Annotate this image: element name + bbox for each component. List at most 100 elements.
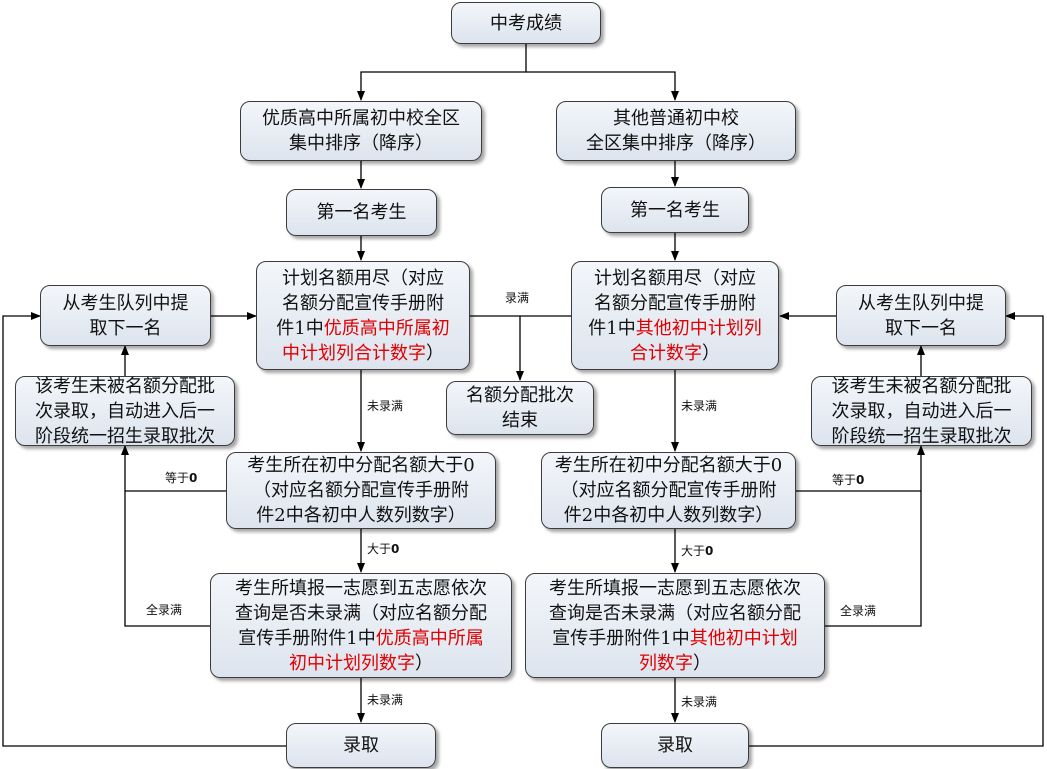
node-text-line: 全区集中排序（降序） [586,131,766,156]
node-text: 考生所填报一志愿到五志愿依次查询是否未录满（对应名额分配宣传手册附件1中优质高中… [235,576,487,676]
text-segment: 计划名额用尽（对应 [593,267,756,289]
node-text-line: 次录取，自动进入后一 [832,399,1012,424]
node-text-line: 计划名额用尽（对应 [276,266,449,291]
connector-right-loop [748,312,1044,747]
text-segment: 该考生未被名额分配批 [831,375,1012,397]
left-school-node: 考生所在初中分配名额大于0（对应名额分配宣传手册附件2中各初中人数列数字） [226,452,496,529]
text-segment: 第一名考生 [630,199,720,221]
label-right-not-full-2: 未录满 [681,695,718,709]
left-wish-node: 考生所填报一志愿到五志愿依次查询是否未录满（对应名额分配宣传手册附件1中优质高中… [210,573,512,678]
highlighted-text: 中计划列合计数字 [281,342,426,364]
node-text-line: 该考生未被名额分配批 [35,374,215,399]
node-text-line: 从考生队列中提 [858,291,984,316]
text-segment: ） [701,342,720,364]
text-segment: 查询是否未录满（对应名额分配 [549,602,801,624]
text-segment: 考生所填报一志愿到五志愿依次 [235,577,487,599]
node-text-line: 宣传手册附件1中其他初中计划 [549,626,801,651]
text-segment: 考生所在初中分配名额大于0 [554,455,783,476]
node-text: 优质高中所属初中校全区集中排序（降序） [262,106,460,156]
connector-right-allfull [825,491,922,627]
left-admit-node: 录取 [286,723,436,768]
text-segment: 优质高中所属初中校全区 [262,108,460,129]
node-text: 从考生队列中提取下一名 [858,291,984,341]
label-left-all-full: 全录满 [146,603,183,617]
node-text: 第一名考生 [317,200,407,225]
node-text: 其他普通初中校全区集中排序（降序） [586,106,766,156]
left-quota-node: 计划名额用尽（对应名额分配宣传手册附件1中优质高中所属初中计划列合计数字） [256,261,470,370]
right-quota-node: 计划名额用尽（对应名额分配宣传手册附件1中其他初中计划列合计数字） [571,261,779,370]
text-segment: 宣传手册附件1中 [552,627,690,649]
highlighted-text: 合计数字 [629,342,702,364]
node-text-line: 计划名额用尽（对应 [588,266,761,291]
node-text-line: 件2中各初中人数列数字） [555,503,782,528]
label-right-gt0: 大于0 [681,544,714,558]
text-segment: 取下一名 [885,317,957,339]
node-text: 计划名额用尽（对应名额分配宣传手册附件1中优质高中所属初中计划列合计数字） [276,266,449,366]
connector-left-loop [2,312,286,747]
label-full: 录满 [505,291,530,305]
right-wish-node: 考生所填报一志愿到五志愿依次查询是否未录满（对应名额分配宣传手册附件1中其他初中… [525,573,825,678]
node-text-line: 件2中各初中人数列数字） [247,503,474,528]
label-left-not-full-2: 未录满 [367,693,404,707]
text-segment: ） [425,342,444,364]
text-segment: 查询是否未录满（对应名额分配 [235,602,487,624]
node-text: 考生所在初中分配名额大于0（对应名额分配宣传手册附件2中各初中人数列数字） [247,453,474,528]
right-next-node: 从考生队列中提取下一名 [836,285,1006,346]
node-text-line: 优质高中所属初中校全区 [262,106,460,131]
connector-left-allfull [124,491,210,627]
node-text-line: 考生所在初中分配名额大于0 [247,453,474,478]
highlighted-text: 列数字 [639,652,693,674]
node-text-line: 名额分配批次 [466,383,574,408]
node-text-line: 中考成绩 [490,11,562,36]
node-text-line: 从考生队列中提 [63,291,189,316]
node-text-line: 中计划列合计数字） [276,341,449,366]
left-sort-node: 优质高中所属初中校全区集中排序（降序） [240,101,482,161]
left-first-node: 第一名考生 [286,189,437,236]
label-left-eq0: 等于0 [165,471,198,485]
node-text-line: 录取 [343,733,379,758]
node-text-line: 取下一名 [858,316,984,341]
connector-top-split [357,44,527,101]
node-text-line: 宣传手册附件1中优质高中所属 [235,626,487,651]
connector-full-end [470,315,571,380]
text-segment: 该考生未被名额分配批 [35,375,215,397]
text-segment: 结束 [502,410,538,431]
text-segment: 件1中 [588,317,636,339]
node-text: 该考生未被名额分配批次录取，自动进入后一阶段统一招生录取批次 [35,374,215,449]
node-text-line: 该考生未被名额分配批 [832,374,1012,399]
node-text: 考生所填报一志愿到五志愿依次查询是否未录满（对应名额分配宣传手册附件1中其他初中… [549,576,801,676]
node-text: 该考生未被名额分配批次录取，自动进入后一阶段统一招生录取批次 [832,374,1012,449]
right-not-admitted-node: 该考生未被名额分配批次录取，自动进入后一阶段统一招生录取批次 [811,374,1032,449]
node-text-line: 列数字） [549,651,801,676]
node-text-line: 录取 [657,733,693,758]
node-text: 录取 [343,733,379,758]
node-text-line: 集中排序（降序） [262,131,460,156]
node-text-line: 其他普通初中校 [586,106,766,131]
batch-end-node: 名额分配批次结束 [446,381,594,435]
right-sort-node: 其他普通初中校全区集中排序（降序） [556,101,796,161]
text-segment: 全区集中排序（降序） [586,133,766,154]
right-first-node: 第一名考生 [601,187,749,233]
node-text-line: 合计数字） [588,341,761,366]
text-segment: 集中排序（降序） [289,133,433,154]
node-text-line: （对应名额分配宣传手册附 [247,478,474,503]
highlighted-text: 优质高中所属 [375,627,484,649]
node-text: 从考生队列中提取下一名 [63,291,189,341]
node-text-line: 第一名考生 [630,198,720,223]
node-text-line: 阶段统一招生录取批次 [35,424,215,449]
node-text-line: 名额分配宣传手册附 [588,291,761,316]
connector-top-right [526,71,679,101]
node-text-line: 第一名考生 [317,200,407,225]
node-text: 录取 [657,733,693,758]
node-text: 第一名考生 [630,198,720,223]
text-segment: 考生所填报一志愿到五志愿依次 [549,577,801,599]
text-segment: （对应名额分配宣传手册附 [252,480,469,501]
right-school-node: 考生所在初中分配名额大于0 （对应名额分配宣传手册附件2中各初中人数列数字） [541,452,796,529]
text-segment: 其他普通初中校 [613,108,739,129]
label-right-eq0: 等于0 [832,473,865,487]
node-text-line: 名额分配宣传手册附 [276,291,449,316]
right-admit-node: 录取 [601,723,749,768]
node-text-line: 件1中优质高中所属初 [276,316,449,341]
text-segment: 计划名额用尽（对应 [281,267,444,289]
text-segment: （对应名额分配宣传手册附 [560,480,777,501]
